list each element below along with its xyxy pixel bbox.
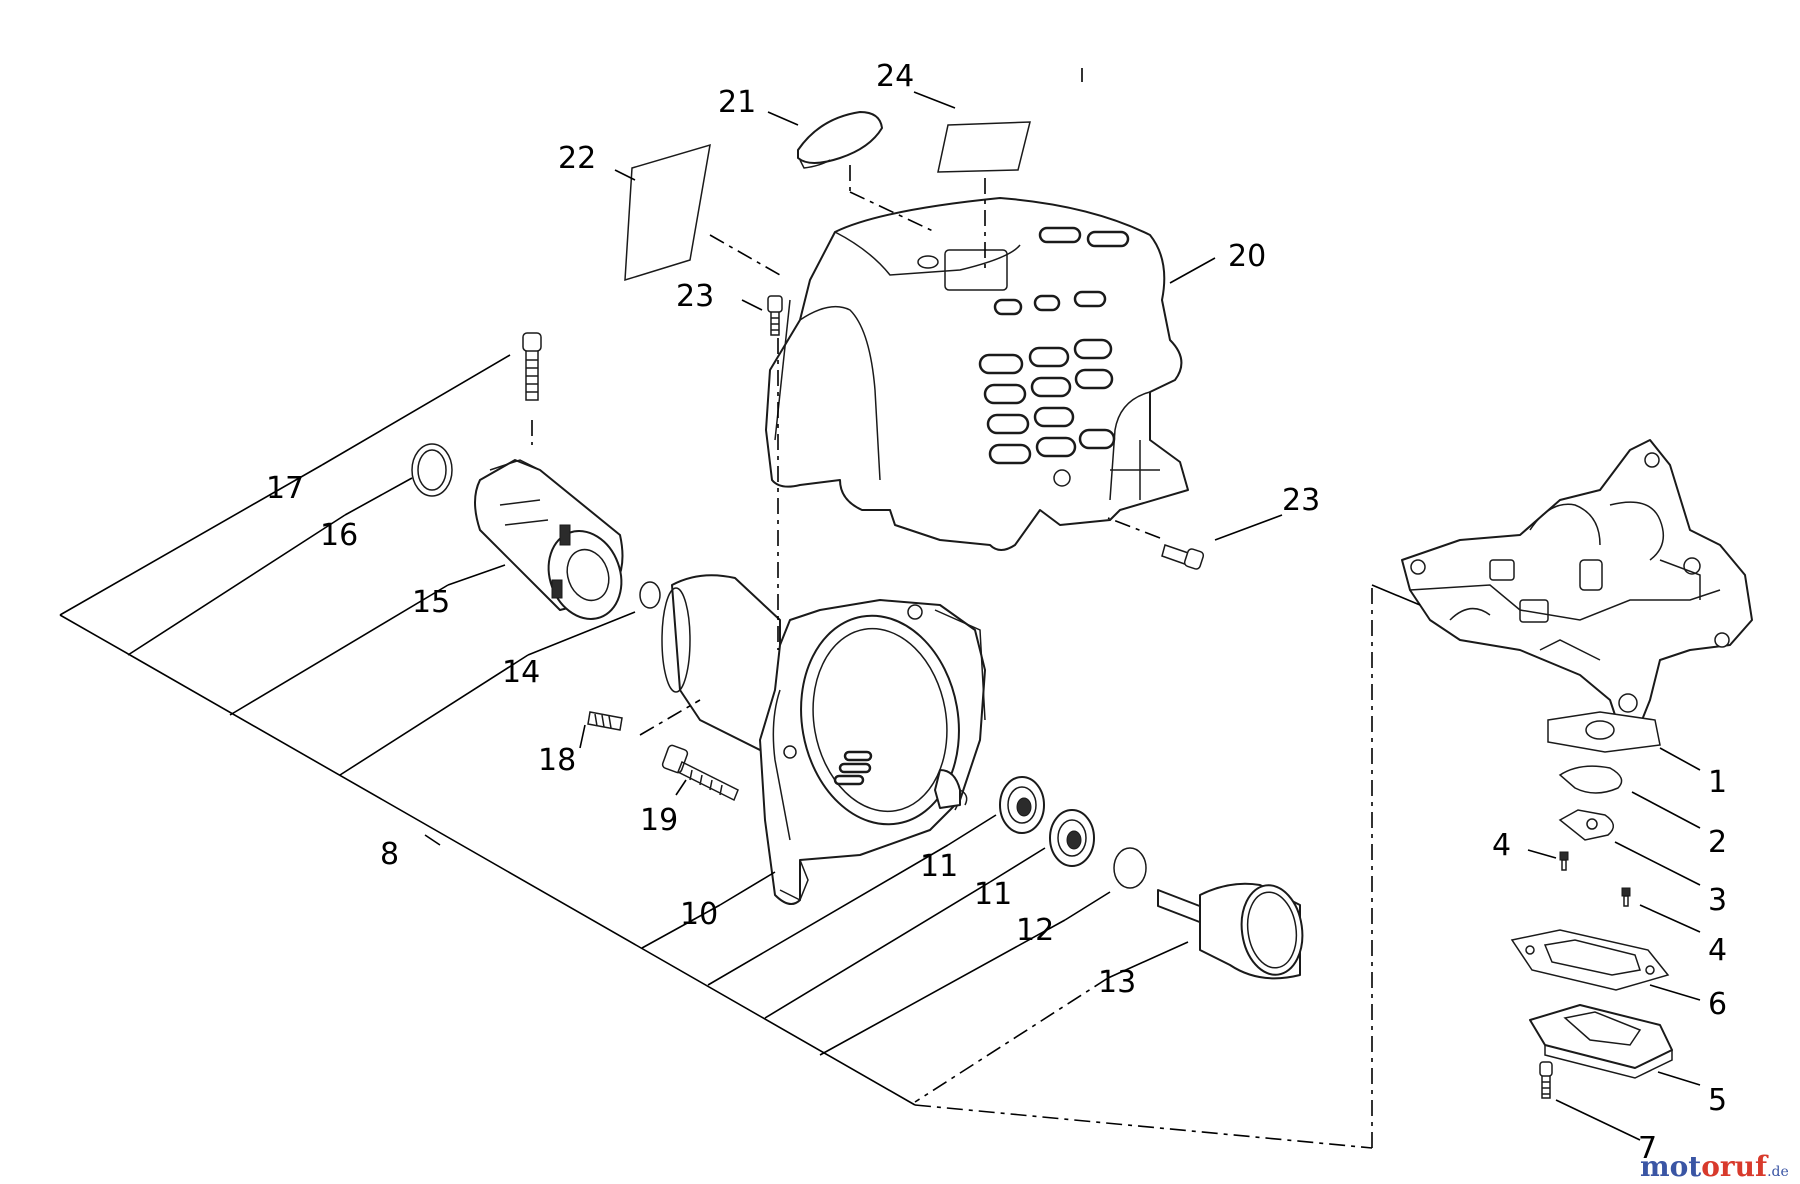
callout-4-b: 4 (1708, 933, 1727, 968)
leader-lines (59, 68, 1701, 1149)
crankcase-assembly (1401, 439, 1753, 731)
part-5-insulator (1529, 1004, 1673, 1079)
part-20-engine-cover (765, 197, 1189, 551)
part-19-bolt (661, 744, 739, 802)
callout-11-a: 11 (920, 849, 958, 884)
callout-6: 6 (1708, 987, 1727, 1022)
part-11-bearing-b (1049, 809, 1095, 867)
callout-2: 2 (1708, 825, 1727, 860)
part-15-intake-tube (474, 459, 624, 620)
callout-19: 19 (640, 803, 678, 838)
part-6-gasket (1510, 929, 1670, 991)
part-11-bearing-a (999, 776, 1045, 834)
part-23-screw-lower (1161, 544, 1205, 570)
callout-5: 5 (1708, 1083, 1727, 1118)
part-18-screw (587, 711, 623, 731)
callout-23-upper: 23 (676, 279, 714, 314)
watermark-part-2: oruf (1701, 1150, 1769, 1183)
callout-18: 18 (538, 743, 576, 778)
part-3-reed-stop (1558, 809, 1614, 841)
callout-22: 22 (558, 141, 596, 176)
callout-4-a: 4 (1492, 828, 1511, 863)
callout-7: 7 (1638, 1131, 1657, 1166)
part-17-screw (522, 332, 542, 401)
callout-11-b: 11 (974, 877, 1012, 912)
callout-16: 16 (320, 518, 358, 553)
callout-23-lower: 23 (1282, 483, 1320, 518)
callout-14: 14 (502, 655, 540, 690)
part-13-fan-drum (1157, 882, 1304, 980)
watermark-logo: motoruf.de (1640, 1150, 1789, 1183)
callout-17: 17 (266, 471, 304, 506)
watermark-part-1: mot (1640, 1150, 1701, 1183)
part-16-snap-ring (411, 443, 453, 497)
part-4-screw-a (1559, 851, 1569, 871)
part-4-screw-b (1621, 887, 1631, 907)
part-10-fan-housing (661, 574, 986, 905)
part-2-reed (1558, 765, 1623, 794)
part-21-cap (797, 111, 883, 169)
callout-20: 20 (1228, 239, 1266, 274)
part-14-o-ring (639, 581, 661, 609)
callout-24: 24 (876, 59, 914, 94)
callout-3: 3 (1708, 883, 1727, 918)
callout-12: 12 (1016, 913, 1054, 948)
part-22-label (624, 143, 711, 282)
callout-21: 21 (718, 85, 756, 120)
part-1-gasket (1547, 711, 1661, 753)
callout-15: 15 (412, 585, 450, 620)
watermark-part-3: .de (1767, 1164, 1789, 1180)
part-23-screw-upper (767, 295, 783, 336)
part-12-circlip (1113, 847, 1147, 889)
callout-labels: 24 21 22 20 23 23 17 16 15 14 18 19 8 10… (266, 59, 1727, 1166)
callout-1: 1 (1708, 765, 1727, 800)
callout-8: 8 (380, 837, 399, 872)
part-24-decal (937, 121, 1031, 173)
callout-10: 10 (680, 897, 718, 932)
svg-text:motoruf.de: motoruf.de (1640, 1150, 1789, 1183)
callout-13: 13 (1098, 965, 1136, 1000)
part-7-screw (1539, 1061, 1553, 1099)
